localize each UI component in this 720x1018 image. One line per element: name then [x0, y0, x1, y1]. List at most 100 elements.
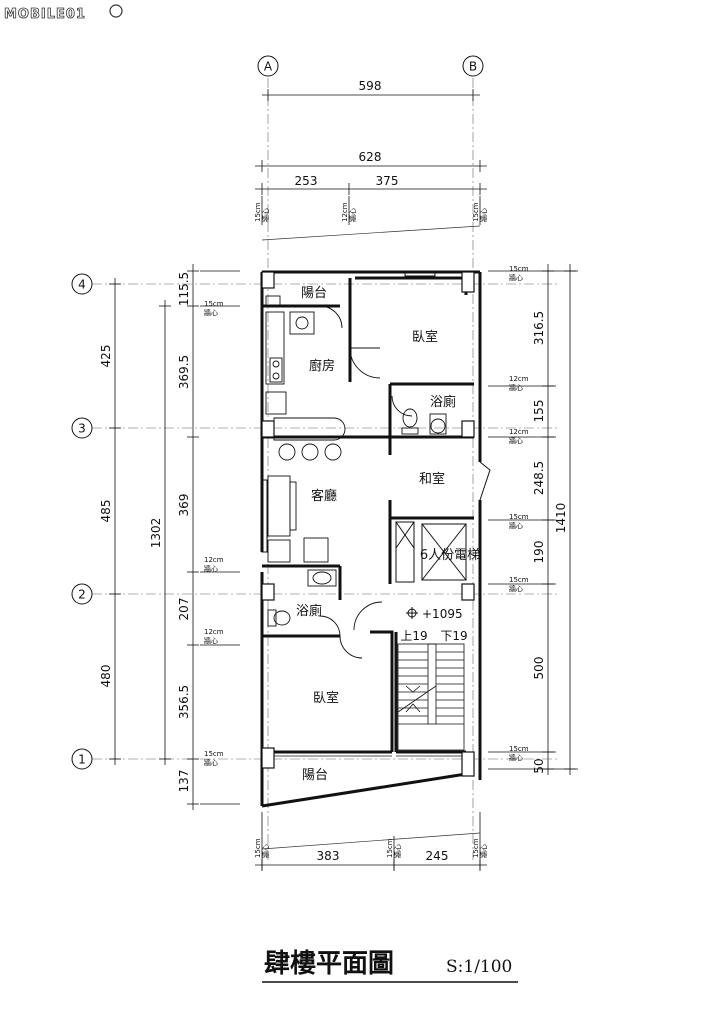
svg-text:牆心: 牆心 [479, 844, 488, 858]
room-elevator: 6人份電梯 [420, 548, 480, 563]
room-balcony-bottom: 陽台 [302, 768, 328, 783]
grid-bubble-B: B [462, 55, 484, 77]
svg-text:牆心: 牆心 [509, 521, 523, 530]
dim-485: 485 [99, 500, 113, 523]
dim-248-5: 248.5 [532, 461, 546, 495]
dim-207: 207 [177, 598, 191, 621]
svg-text:2: 2 [78, 588, 86, 602]
svg-text:15cm: 15cm [509, 265, 529, 273]
left-dimension-lines [109, 264, 240, 810]
grid-bubble-A: A [257, 55, 279, 77]
svg-text:15cm: 15cm [509, 576, 529, 584]
windows [261, 271, 491, 553]
stairs-down-label: 下19 [440, 629, 467, 643]
kitchen-fixtures [265, 295, 315, 415]
room-japanese: 和室 [419, 471, 445, 487]
room-living: 客廳 [311, 488, 337, 504]
svg-text:B: B [469, 60, 477, 74]
grid-bubble-2: 2 [71, 583, 93, 605]
dim-480: 480 [99, 665, 113, 688]
dim-50: 50 [532, 758, 546, 773]
svg-text:15cm: 15cm [204, 300, 224, 308]
svg-text:牆心: 牆心 [204, 564, 218, 573]
svg-text:15cm: 15cm [472, 838, 480, 858]
door-swings [319, 305, 413, 659]
site-boundary [261, 225, 481, 850]
svg-text:15cm: 15cm [509, 745, 529, 753]
bottom-dimension-lines [255, 812, 487, 871]
svg-text:12cm: 12cm [509, 428, 529, 436]
grid-bubble-1: 1 [71, 748, 93, 770]
room-bath-top: 浴廁 [430, 394, 456, 410]
columns [261, 271, 475, 777]
bottom-wall-notes: 15cm 牆心 15cm 牆心 15cm 牆心 [254, 838, 488, 858]
grid-bubble-4: 4 [71, 273, 93, 295]
right-dimension-lines [488, 264, 578, 775]
logo-text: MOBILE01 [4, 7, 86, 22]
svg-text:牆心: 牆心 [261, 844, 270, 858]
svg-text:牆心: 牆心 [509, 436, 523, 445]
svg-text:3: 3 [78, 422, 86, 436]
dim-1302: 1302 [149, 518, 163, 549]
dim-356-5: 356.5 [177, 685, 191, 719]
left-wall-notes: 15cm 牆心 12cm 牆心 12cm 牆心 15cm 牆心 [204, 300, 224, 767]
svg-text:牆心: 牆心 [348, 208, 357, 222]
mobile01-logo: MOBILE01 [4, 4, 123, 22]
svg-text:4: 4 [78, 278, 86, 292]
svg-text:12cm: 12cm [341, 202, 349, 222]
dim-253: 253 [295, 174, 318, 188]
svg-text:15cm: 15cm [204, 750, 224, 758]
dim-500: 500 [532, 657, 546, 680]
svg-text:15cm: 15cm [472, 202, 480, 222]
dim-425: 425 [99, 345, 113, 368]
stairs-up-label: 上19 [400, 629, 427, 643]
svg-text:12cm: 12cm [509, 375, 529, 383]
svg-text:牆心: 牆心 [393, 844, 402, 858]
building-walls [260, 270, 482, 808]
logo-mark-icon [109, 4, 123, 18]
room-kitchen: 廚房 [309, 358, 335, 374]
bath-fixtures [267, 408, 447, 627]
room-bath-mid: 浴廁 [296, 603, 322, 619]
room-bedroom-top: 臥室 [412, 329, 438, 345]
room-bedroom-bottom: 臥室 [313, 690, 339, 706]
dim-1410: 1410 [554, 503, 568, 534]
drawing-scale: S:1/100 [446, 957, 512, 977]
svg-text:12cm: 12cm [204, 556, 224, 564]
svg-text:A: A [264, 60, 273, 74]
svg-text:1: 1 [78, 753, 86, 767]
living-furniture [267, 475, 329, 563]
right-wall-notes: 15cm 牆心 12cm 牆心 12cm 牆心 15cm 牆心 15cm 牆心 … [509, 265, 529, 762]
top-dimension-lines [255, 89, 487, 225]
drawing-title: 肆樓平面圖 [264, 948, 394, 979]
svg-text:牆心: 牆心 [509, 753, 523, 762]
svg-text:牆心: 牆心 [509, 584, 523, 593]
elevator-shaft [395, 521, 467, 583]
staircase [397, 643, 465, 751]
grid-bubble-3: 3 [71, 417, 93, 439]
dim-155: 155 [532, 400, 546, 423]
dim-137: 137 [177, 770, 191, 793]
dim-190: 190 [532, 541, 546, 564]
bar-counter [273, 417, 346, 461]
svg-text:牆心: 牆心 [509, 273, 523, 282]
svg-text:牆心: 牆心 [204, 308, 218, 317]
level-value: +1095 [422, 607, 463, 621]
level-marker: +1095 [406, 607, 463, 621]
svg-text:牆心: 牆心 [261, 208, 270, 222]
svg-text:牆心: 牆心 [479, 208, 488, 222]
dim-245: 245 [426, 849, 449, 863]
svg-text:15cm: 15cm [386, 838, 394, 858]
dim-628: 628 [359, 150, 382, 164]
svg-text:12cm: 12cm [204, 628, 224, 636]
dim-316-5: 316.5 [532, 311, 546, 345]
svg-text:15cm: 15cm [254, 202, 262, 222]
dim-598: 598 [359, 79, 382, 93]
dim-115-5: 115.5 [177, 272, 191, 306]
svg-text:牆心: 牆心 [509, 383, 523, 392]
dim-383: 383 [317, 849, 340, 863]
dim-369-5: 369.5 [177, 355, 191, 389]
svg-text:15cm: 15cm [254, 838, 262, 858]
top-wall-notes: 15cm 牆心 12cm 牆心 15cm 牆心 [254, 202, 488, 222]
